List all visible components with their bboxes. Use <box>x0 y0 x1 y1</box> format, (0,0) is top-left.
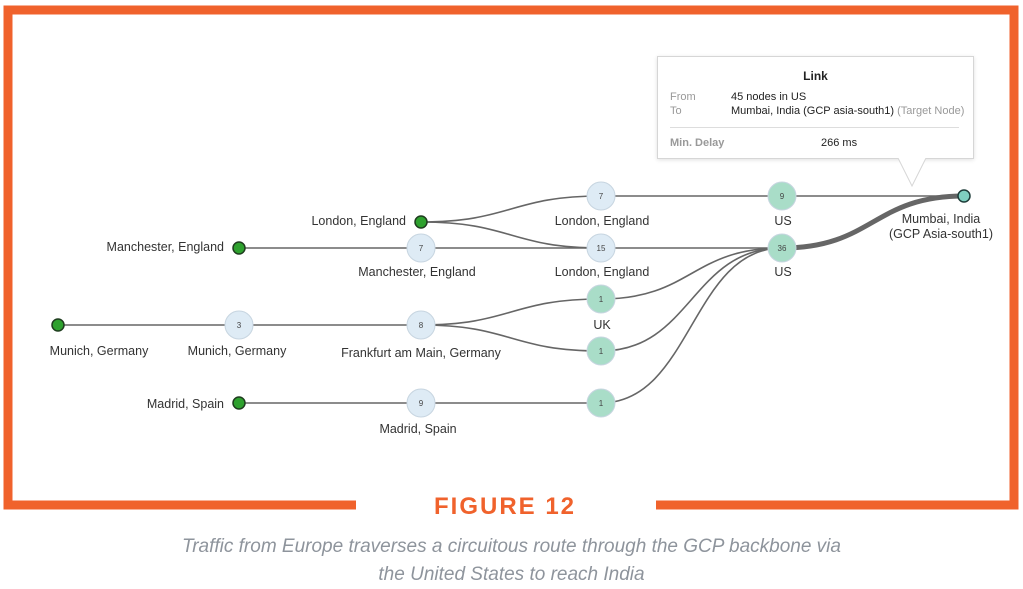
node-label-munich_hop: Munich, Germany <box>187 344 287 358</box>
node-munich_src[interactable] <box>51 318 65 332</box>
node-uk_hop[interactable] <box>586 284 616 314</box>
tooltip-delay-label: Min. Delay <box>670 137 725 149</box>
edge-london_src-to-london_hop_a[interactable] <box>420 195 602 223</box>
node-count-es_hop: 1 <box>599 399 604 408</box>
node-madrid_src[interactable] <box>232 396 246 410</box>
node-count-uk_hop: 1 <box>599 295 604 304</box>
node-mumbai[interactable] <box>957 189 971 203</box>
caption-line-1: Traffic from Europe traverses a circuito… <box>182 536 841 557</box>
node-label-uk_hop: UK <box>593 318 611 332</box>
node-manchester_src[interactable] <box>232 241 246 255</box>
tooltip-delay-value: 266 ms <box>821 137 858 149</box>
node-label-manchester_src: Manchester, England <box>106 240 224 254</box>
tooltip-from-value: 45 nodes in US <box>731 91 807 103</box>
link-tooltip: Link From 45 nodes in US To Mumbai, Indi… <box>657 56 974 159</box>
figure-number: FIGURE 12 <box>433 493 577 520</box>
tooltip-to-value: Mumbai, India (GCP asia-south1) <box>731 105 895 117</box>
node-count-munich_hop: 3 <box>237 321 242 330</box>
node-madrid_hop[interactable] <box>406 388 436 418</box>
node-label-us_hop_b: US <box>774 265 792 279</box>
tooltip-divider <box>670 127 959 128</box>
node-us_hop_a[interactable] <box>767 181 797 211</box>
tooltip-to-label: To <box>670 105 682 117</box>
edge-london_src-to-london_hop_b[interactable] <box>420 221 602 249</box>
node-count-de_hop: 1 <box>599 347 604 356</box>
node-frankfurt_hop[interactable] <box>406 310 436 340</box>
node-label-us_hop_a: US <box>774 214 792 228</box>
node-count-madrid_hop: 9 <box>419 399 424 408</box>
caption-line-2: the United States to reach India <box>378 564 645 585</box>
edge-frankfurt_hop-to-uk_hop[interactable] <box>420 298 602 326</box>
node-label-london_hop_a: London, England <box>554 214 650 228</box>
node-count-london_hop_a: 7 <box>599 192 604 201</box>
tooltip-pointer <box>898 158 927 188</box>
node-label-frankfurt_hop: Frankfurt am Main, Germany <box>341 346 501 360</box>
node-label-london_src: London, England <box>311 214 406 228</box>
edge-layer <box>57 193 965 404</box>
node-label-london_hop_b: London, England <box>554 265 650 279</box>
tooltip-from-label: From <box>670 91 696 103</box>
edge-uk_hop-to-us_hop_b[interactable] <box>600 247 783 300</box>
tooltip-to-row: Mumbai, India (GCP asia-south1) (Target … <box>731 105 964 117</box>
figure-caption: Traffic from Europe traverses a circuito… <box>0 533 1023 589</box>
node-es_hop[interactable] <box>586 388 616 418</box>
node-count-manchester_hop: 7 <box>419 244 424 253</box>
node-london_src[interactable] <box>414 215 428 229</box>
node-label-madrid_hop: Madrid, Spain <box>379 422 457 436</box>
tooltip-title: Link <box>803 69 828 83</box>
edge-de_hop-to-us_hop_b[interactable] <box>600 247 783 352</box>
node-label-manchester_hop: Manchester, England <box>358 265 476 279</box>
node-manchester_hop[interactable] <box>406 233 436 263</box>
node-label-munich_src: Munich, Germany <box>49 344 149 358</box>
node-label-madrid_src: Madrid, Spain <box>146 397 224 411</box>
edge-us_hop_b-to-mumbai[interactable] <box>781 193 965 251</box>
node-london_hop_b[interactable] <box>586 233 616 263</box>
node-count-us_hop_b: 36 <box>778 244 787 253</box>
node-us_hop_b[interactable] <box>767 233 797 263</box>
node-count-frankfurt_hop: 8 <box>419 321 424 330</box>
node-count-london_hop_b: 15 <box>597 244 606 253</box>
node-munich_hop[interactable] <box>224 310 254 340</box>
tooltip-to-note: (Target Node) <box>897 105 965 117</box>
edge-es_hop-to-us_hop_b[interactable] <box>600 247 783 404</box>
node-layer: 3 7 8 9 7 15 1 1 1 9 36 <box>51 181 971 418</box>
frame-border <box>3 5 1019 510</box>
node-label-mumbai: Mumbai, India (GCP Asia-south1) <box>889 212 993 241</box>
node-de_hop[interactable] <box>586 336 616 366</box>
node-count-us_hop_a: 9 <box>780 192 785 201</box>
edge-frankfurt_hop-to-de_hop[interactable] <box>420 324 602 352</box>
node-london_hop_a[interactable] <box>586 181 616 211</box>
